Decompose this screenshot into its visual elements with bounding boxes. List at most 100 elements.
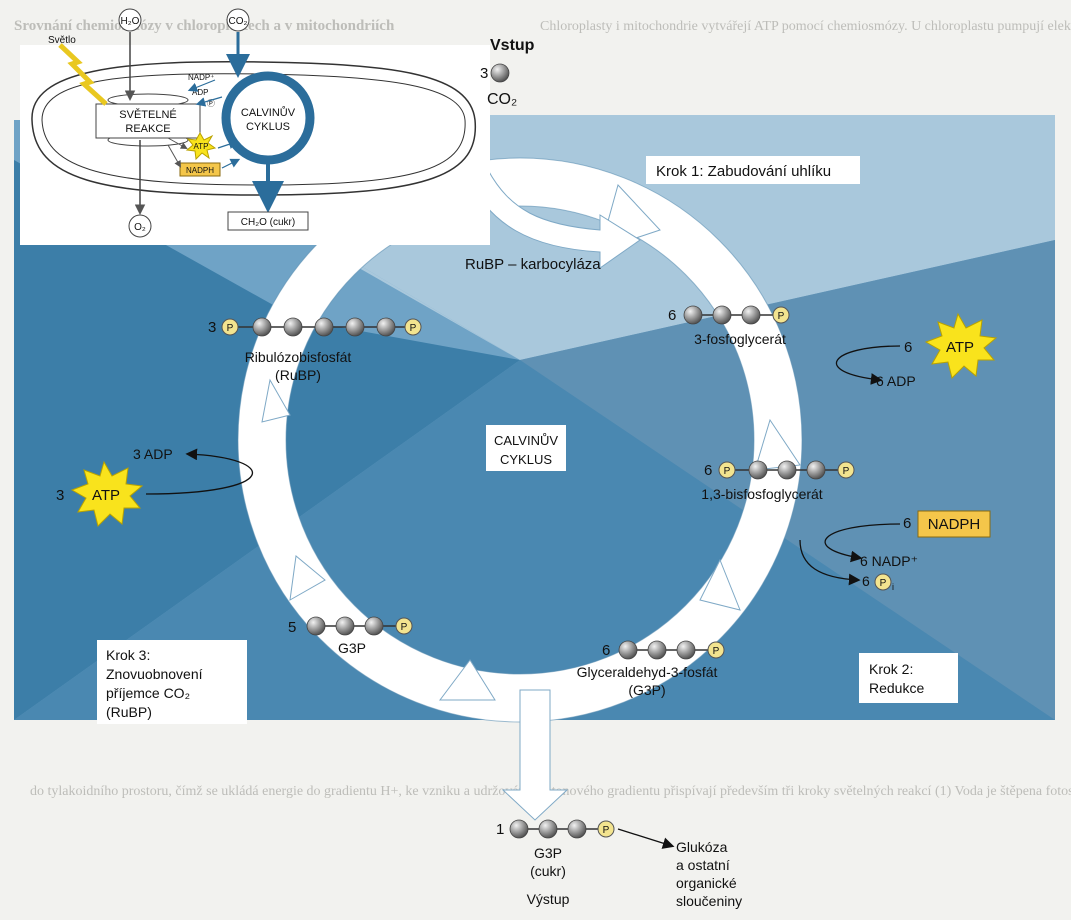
cycle-center-label-1: CALVINŮV [494,433,558,448]
carbon-ball [683,305,703,325]
phosphate-icon [707,641,725,659]
chloroplast-inset: SVĚTELNÉ REAKCE Světlo H₂O CO₂ CALVINŮV … [20,8,490,245]
carbon-ball [538,819,558,839]
light-reactions-label-2: REAKCE [125,123,170,135]
regen-atp-label: ATP [92,487,120,504]
ghost-title: Srovnání chemiosmózy v chloroplastech a … [14,18,395,34]
step-3-label-3: příjemce CO₂ [106,685,190,701]
phosphate-label: P [778,311,785,322]
pga-molecule: 6 P 3-fosfoglycerát [668,305,790,347]
carbon-ball [376,317,396,337]
output-arrow [501,689,569,821]
enzyme-label: RuBP – karbocyláza [465,256,601,273]
step-2-label-1: Krok 2: [869,661,913,677]
inset-lr-atp-arrow [167,137,188,149]
carbon-ball [306,616,326,636]
g3p5-molecule: 5 P G3P [288,616,413,656]
ring-arrow-lowleft [289,555,326,601]
light-bolt-icon [58,43,108,106]
carbon-ball [283,317,303,337]
g3p5-count: 5 [288,619,296,636]
phosphate-icon [221,318,239,336]
carbon-ball [777,460,797,480]
phosphate-icon [718,461,736,479]
bpg-count: 6 [704,462,712,479]
pi-subscript: i [892,582,894,592]
reduction-atp-label: ATP [946,339,974,356]
regen-atp-count: 3 [56,487,64,504]
phosphate-label: P [603,825,610,836]
co2-inset-circle [226,8,250,32]
o2-circle [128,214,152,238]
step-3-label-1: Krok 3: [106,647,150,663]
carbon-ball [712,305,732,325]
reduction-nadph: 6 NADPH 6 NADP⁺ 6 P i [799,510,991,592]
pga-count: 6 [668,307,676,324]
bpg-molecule: 6 P P 1,3-bisfosfoglycerát [701,460,855,502]
pi-arrow [799,539,861,586]
inset-nadp-arrow [187,79,216,92]
phosphate-label: P [880,578,887,589]
inset-nadp-label: NADP⁺ [188,73,214,82]
light-reactions-box [95,103,201,139]
h2o-circle [118,8,142,32]
sugar-label: CH₂O (cukr) [241,217,295,228]
nadph-arrow [824,523,901,563]
step-2-box: Krok 2: Redukce [859,653,958,703]
carbon-ball [618,640,638,660]
nadph-box [917,510,991,538]
phosphate-icon [874,573,892,591]
reduction-nadph-count: 6 [903,515,911,532]
phosphate-icon [597,820,615,838]
phosphate-label: P [724,466,731,477]
inset-adp-arrow [195,96,223,107]
phosphate-label: P [713,646,720,657]
output-g3p-name: G3P [534,845,562,861]
ring-arrow-lowright [699,558,741,611]
nadph-label: NADPH [928,516,981,533]
step-1-bg [646,156,860,184]
inset-atp-arrow [217,139,239,149]
inset-lr-nadph-arrow [167,144,181,168]
carbon-ball [676,640,696,660]
output-product-arrow [617,828,675,849]
ring-arrow-left [261,378,291,423]
carbon-ball [252,317,272,337]
step-1-box: Krok 1: Zabudování uhlíku [646,156,860,184]
co2-ball [490,63,510,83]
g3p6-name: Glyceraldehyd-3-fosfát [577,664,718,680]
ring-arrow-bottom [439,659,496,701]
phosphate-label: P [410,323,417,334]
g3p6-abbr: (G3P) [628,682,665,698]
output-title: Výstup [527,891,570,907]
regen-atp-arrow [145,448,254,495]
ring-inner-edge [285,205,755,675]
pga-name: 3-fosfoglycerát [694,331,786,347]
carbon-ball [748,460,768,480]
g3p6-count: 6 [602,642,610,659]
inset-calvin-label-2: CYKLUS [246,121,290,133]
h2o-label: H₂O [121,16,140,27]
output-arrow-shape [501,689,569,821]
pi-out-count: 6 [862,573,870,589]
phosphate-icon [404,318,422,336]
inset-nadph-label: NADPH [186,166,214,175]
g3p6-molecule: 6 P Glyceraldehyd-3-fosfát (G3P) [577,640,725,698]
rubp-abbr: (RuBP) [275,367,321,383]
step-3-label-4: (RuBP) [106,704,152,720]
inset-nadph-box [179,162,221,177]
phosphate-icon [772,306,790,324]
output-product-1: Glukóza [676,839,728,855]
inset-adp-label: ADP [192,88,208,97]
carbon-ball [314,317,334,337]
step-1-label: Krok 1: Zabudování uhlíku [656,163,831,180]
inset-calvin-label-1: CALVINŮV [241,106,296,119]
phosphate-icon [395,617,413,635]
ghost-body-top: Chloroplasty i mitochondrie vytvářejí AT… [540,19,1071,34]
input-count: 3 [480,65,488,82]
rubp-name: Ribulózobisfosfát [245,349,352,365]
output-group: 1 P G3P (cukr) Výstup Glukóza a ostatní … [496,819,742,909]
step-3-label-2: Znovuobnovení [106,666,203,682]
carbon-ball [509,819,529,839]
